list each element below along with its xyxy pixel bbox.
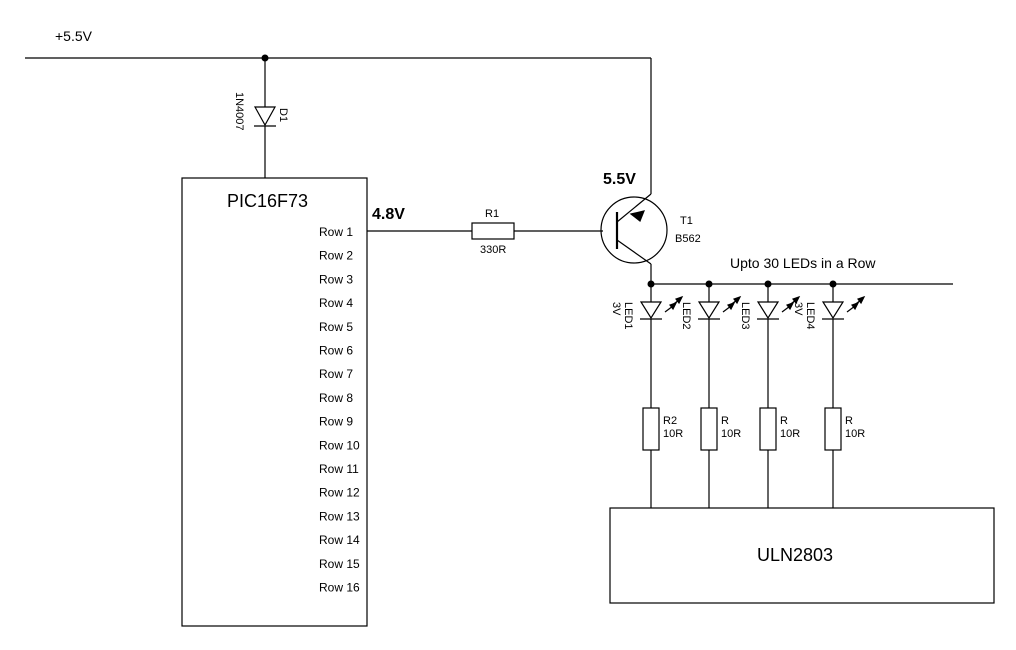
supply-label: +5.5V (55, 28, 93, 44)
diode-ref: D1 (277, 108, 289, 122)
led-resistor (824, 407, 842, 451)
led-resistor-value: 10R (845, 428, 865, 440)
led-ref: LED3 (739, 302, 751, 330)
led-resistor-ref: R (721, 415, 729, 427)
led-symbol (821, 301, 845, 320)
led-voltage: 3V (610, 302, 622, 316)
led-resistor (700, 407, 718, 451)
mcu-pin-label: Row 5 (319, 320, 353, 334)
led-resistor-ref: R2 (663, 415, 677, 427)
led-ref: LED1 (622, 302, 634, 330)
led-symbol (756, 301, 780, 320)
transistor-t1 (600, 180, 668, 284)
pin-voltage-label: 4.8V (372, 206, 405, 223)
supply-rail (25, 54, 652, 180)
mcu-pin-label: Row 2 (319, 249, 353, 263)
mcu-pin-label: Row 15 (319, 557, 360, 571)
led-symbol (697, 301, 721, 320)
mcu-name: PIC16F73 (227, 191, 308, 211)
led-resistor (642, 407, 660, 451)
led-resistor-value: 10R (663, 428, 683, 440)
diode-part: 1N4007 (233, 92, 245, 131)
mcu-pin-label: Row 4 (319, 296, 353, 310)
driver-body (609, 507, 995, 604)
led-ref: LED2 (680, 302, 692, 330)
base-wire (367, 222, 603, 240)
led-resistor-ref: R (845, 415, 853, 427)
mcu-pin-label: Row 3 (319, 272, 353, 286)
mcu-pin-label: Row 9 (319, 415, 353, 429)
mcu-body (181, 177, 368, 627)
row-bus-label: Upto 30 LEDs in a Row (730, 255, 876, 271)
mcu-pin-label: Row 16 (319, 581, 360, 595)
mcu-pin-label: Row 10 (319, 438, 360, 452)
driver-name: ULN2803 (757, 545, 833, 565)
resistor-r1-value: 330R (480, 244, 506, 256)
mcu-pin-label: Row 7 (319, 367, 353, 381)
led-symbol (639, 301, 663, 320)
mcu-pin-label: Row 11 (319, 462, 359, 476)
mcu-pin-label: Row 6 (319, 344, 353, 358)
led-ref: LED4 (804, 302, 816, 330)
resistor-r1-ref: R1 (485, 208, 499, 220)
led-voltage: 3V (792, 302, 804, 316)
mcu-pin-label: Row 8 (319, 391, 353, 405)
diode-d1 (253, 58, 277, 178)
transistor-ref: T1 (680, 215, 693, 227)
led-resistor-value: 10R (780, 428, 800, 440)
led-resistor (759, 407, 777, 451)
mcu-pin-label: Row 14 (319, 533, 360, 547)
mcu-pin-labels: Row 1 Row 2 Row 3 Row 4 Row 5 Row 6 Row 7 Row 8… (319, 225, 360, 595)
resistor-r1 (471, 222, 515, 240)
led-resistor-ref: R (780, 415, 788, 427)
mcu-pin-label: Row 13 (319, 509, 360, 523)
transistor-part: B562 (675, 233, 701, 245)
led-resistor-value: 10R (721, 428, 741, 440)
mcu-pin-label: Row 1 (319, 225, 353, 239)
mcu-pin-label: Row 12 (319, 486, 360, 500)
emitter-voltage-label: 5.5V (603, 171, 636, 188)
